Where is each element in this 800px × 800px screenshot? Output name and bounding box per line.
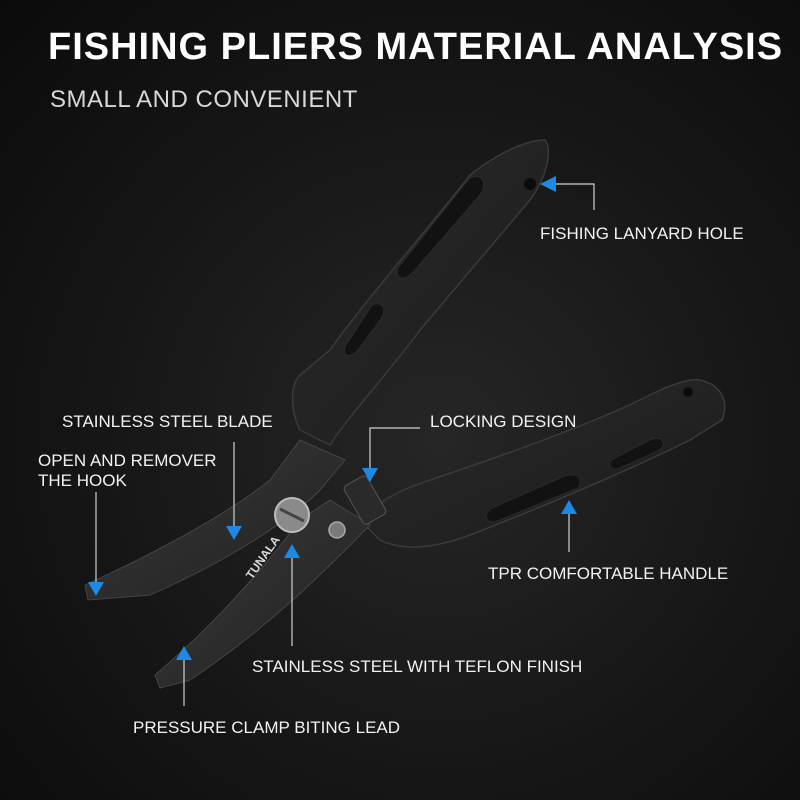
- callout-teflon-finish: STAINLESS STEEL WITH TEFLON FINISH: [252, 657, 583, 676]
- lanyard-hole-icon: [524, 178, 536, 190]
- lock-pin: [328, 521, 346, 539]
- callout-blade: STAINLESS STEEL BLADE: [62, 412, 273, 431]
- locking-slider: [343, 475, 387, 525]
- leader-lines: [95, 183, 595, 706]
- upper-handle-grip-slot-small: [343, 303, 385, 356]
- callout-pressure-clamp: PRESSURE CLAMP BITING LEAD: [133, 718, 401, 737]
- upper-handle: [291, 139, 549, 446]
- callout-lanyard-hole: FISHING LANYARD HOLE: [540, 224, 744, 243]
- lower-lanyard-hole-icon: [683, 387, 693, 397]
- page-title: FISHING PLIERS MATERIAL ANALYSIS: [48, 26, 784, 68]
- pivot-screw-slot: [279, 507, 305, 523]
- leader-locking: [369, 427, 420, 474]
- leader-lanyard: [545, 183, 595, 210]
- arrow-hook-icon: [88, 582, 104, 596]
- lower-handle: [358, 378, 726, 548]
- lower-handle-grip-slot: [485, 474, 581, 523]
- arrow-blade-icon: [226, 526, 242, 540]
- arrow-locking-icon: [362, 468, 378, 482]
- upper-handle-grip-slot: [396, 176, 485, 279]
- arrow-teflon-icon: [284, 544, 300, 558]
- callout-locking-design: LOCKING DESIGN: [430, 412, 577, 431]
- arrow-pressure-icon: [176, 646, 192, 660]
- callout-tpr-handle: TPR COMFORTABLE HANDLE: [488, 564, 729, 583]
- arrow-tpr-icon: [561, 500, 577, 514]
- lower-handle-grip-slot-small: [609, 437, 664, 470]
- lower-jaw: [154, 499, 371, 689]
- arrow-lanyard-icon: [540, 176, 556, 192]
- page-subtitle: SMALL AND CONVENIENT: [50, 86, 358, 113]
- pointer-arrows: [88, 176, 577, 660]
- callout-hook-remover: OPEN AND REMOVER THE HOOK: [38, 451, 217, 490]
